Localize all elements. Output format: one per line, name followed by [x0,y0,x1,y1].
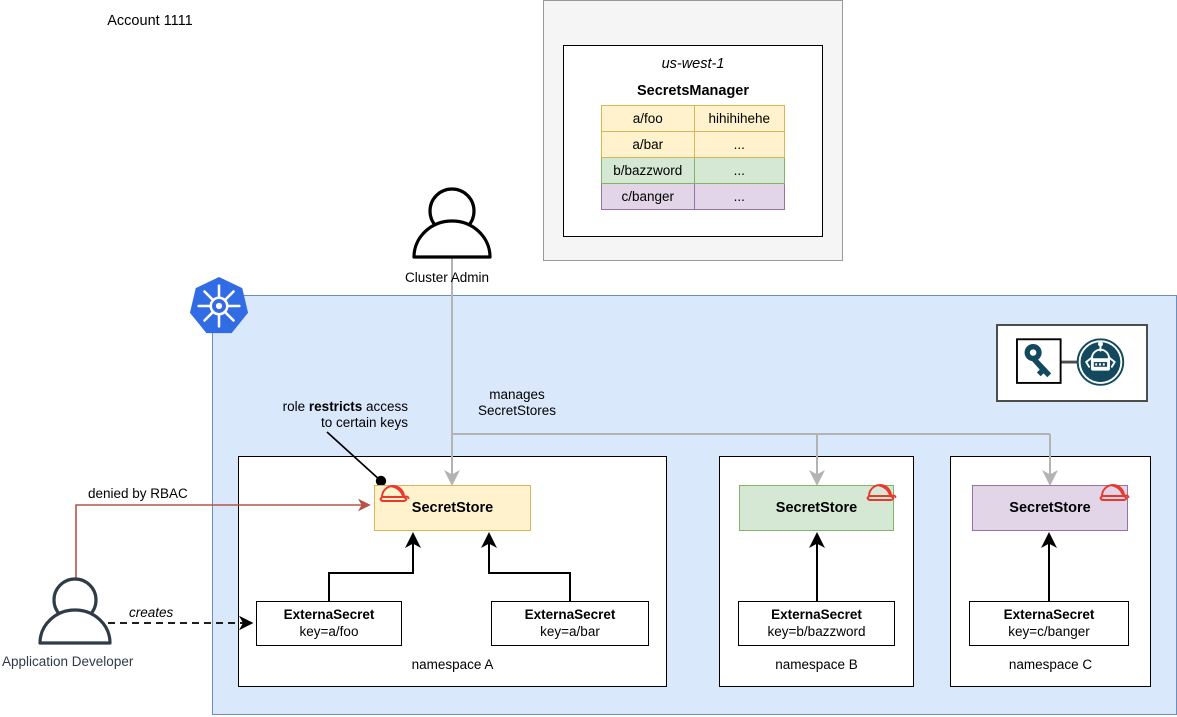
red-helmet-icon [865,477,899,502]
externasecret-title: ExternaSecret [771,607,862,623]
red-helmet-icon [378,478,412,503]
robot-lock-icon [1076,338,1125,386]
externasecret-a-foo[interactable]: ExternaSecret key=a/foo [256,601,402,646]
table-row: c/banger ... [601,183,786,210]
secretsmanager-label: SecretsManager [636,83,750,99]
application-developer-avatar [38,577,112,645]
secret-value: ... [693,131,786,158]
key-icon [1024,344,1052,378]
externasecret-b-bazzword[interactable]: ExternaSecret key=b/bazzword [738,601,895,646]
secrets-table: a/foo hihihihehe a/bar ... b/bazzword ..… [601,105,786,210]
role-note-suffix: access [362,399,408,414]
kubernetes-icon [188,275,250,337]
secret-key: a/bar [601,131,695,158]
externasecret-title: ExternaSecret [283,607,375,623]
creates-label: creates [129,605,174,620]
secret-key: c/banger [601,183,695,210]
externasecret-key: key=a/bar [540,623,600,639]
application-developer-label: Application Developer [2,654,134,669]
secretstore-label: SecretStore [411,500,494,516]
table-row: a/foo hihihihehe [601,105,786,132]
red-helmet-icon [1098,477,1132,502]
externasecret-a-bar[interactable]: ExternaSecret key=a/bar [491,601,649,646]
secret-key: b/bazzword [601,157,695,184]
cluster-admin-label: Cluster Admin [405,270,490,285]
external-secrets-logo [996,324,1148,402]
account-title: Account 1111 [107,13,193,29]
namespace-c-label: namespace C [1008,657,1093,672]
namespace-a-label: namespace A [411,657,494,672]
secret-value: ... [693,183,786,210]
secret-key: a/foo [601,105,695,132]
secret-value: hihihihehe [693,105,786,132]
secretstore-namespace-b[interactable]: SecretStore [739,485,894,531]
externasecret-key: key=a/foo [299,623,359,639]
role-note-bold: restricts [308,399,363,414]
role-note-line2: to certain keys [320,415,408,431]
role-restricts-note: role restricts access to certain keys [248,399,408,431]
denied-by-rbac-label: denied by RBAC [88,486,188,501]
table-row: b/bazzword ... [601,157,786,184]
manages-line1: manages [489,387,545,402]
table-row: a/bar ... [601,131,786,158]
cluster-admin-avatar [412,187,492,259]
externasecret-key: key=c/banger [1008,623,1090,639]
manages-secretstores-note: manages SecretStores [457,387,577,419]
secret-value: ... [693,157,786,184]
secretstore-label: SecretStore [1009,500,1091,516]
externasecret-key: key=b/bazzword [767,623,866,639]
namespace-b-label: namespace B [775,657,858,672]
externasecret-title: ExternaSecret [524,607,616,623]
externasecret-c-banger[interactable]: ExternaSecret key=c/banger [969,601,1129,646]
role-note-prefix: role [282,399,309,414]
secretstore-label: SecretStore [775,500,858,516]
manages-line2: SecretStores [477,403,557,419]
region-label: us-west-1 [661,56,725,72]
externasecret-title: ExternaSecret [1003,607,1095,623]
